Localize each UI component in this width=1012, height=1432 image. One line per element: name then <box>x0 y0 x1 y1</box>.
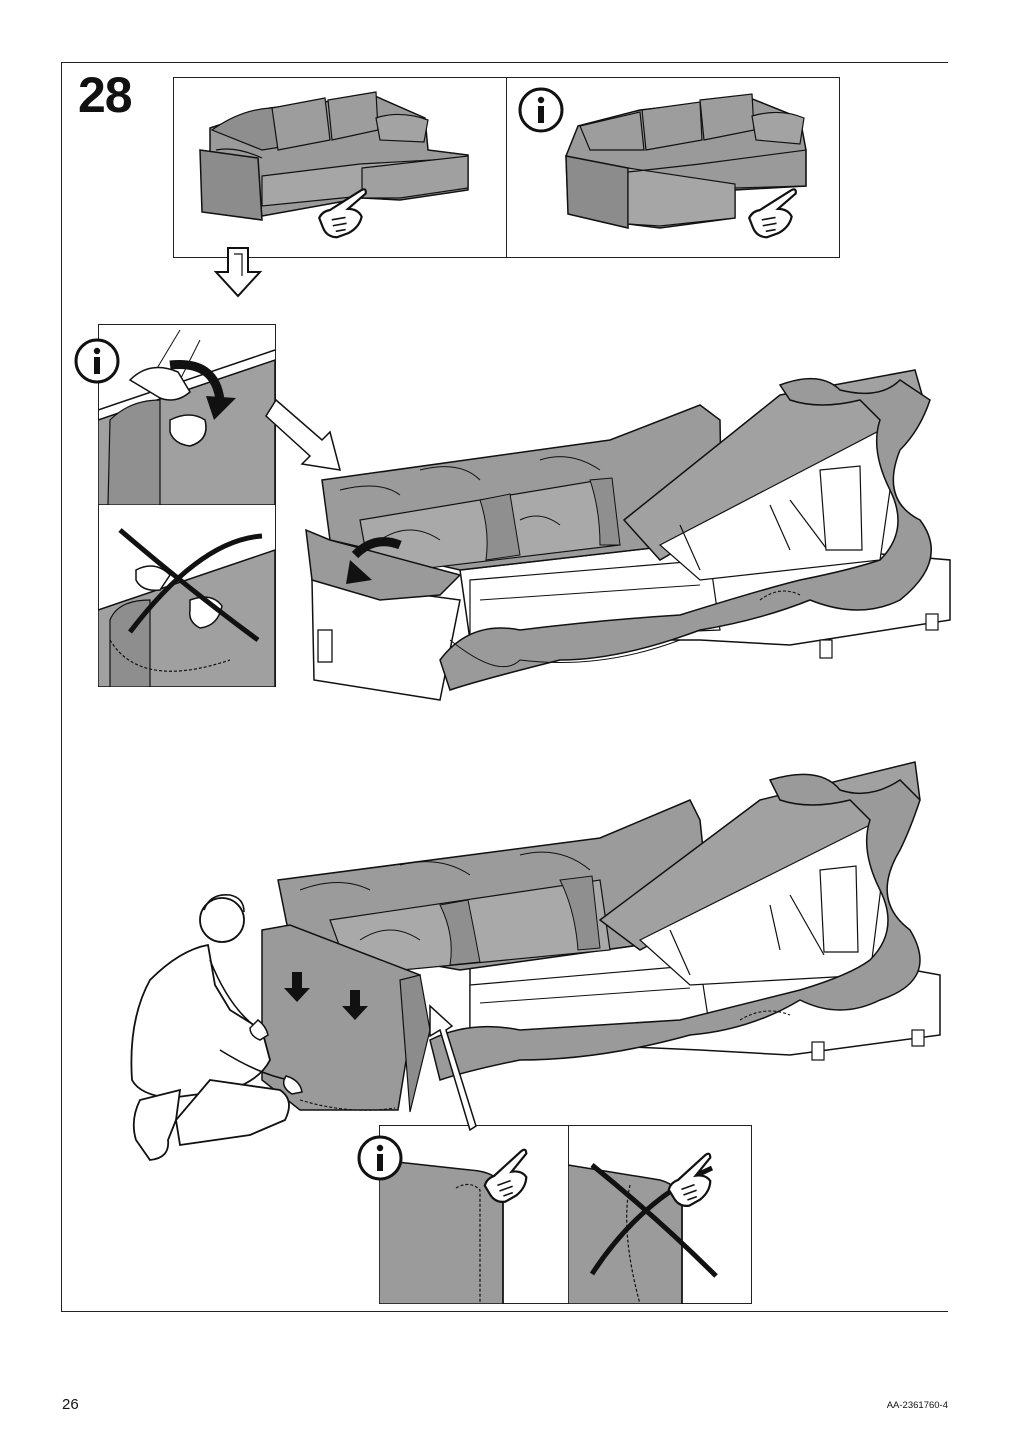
step-number: 28 <box>78 67 133 123</box>
down-arrow-icon <box>342 990 368 1020</box>
page-number: 26 <box>62 1396 79 1413</box>
info-icon <box>518 87 564 133</box>
step-frame <box>61 62 948 1312</box>
sofa-storage-open-illustration-1 <box>305 369 951 701</box>
cross-icon <box>590 1163 718 1278</box>
kneeling-person-illustration <box>130 893 303 1161</box>
sofa-chaise-left-illustration <box>565 93 807 229</box>
info-icon <box>357 1135 403 1181</box>
document-id: AA-2361760-4 <box>886 1400 948 1411</box>
down-arrow-icon <box>213 247 263 298</box>
cross-icon <box>118 528 260 643</box>
info-icon <box>74 338 120 384</box>
sofa-chaise-right-illustration <box>199 91 469 221</box>
sofa-storage-open-illustration-2 <box>261 761 941 1132</box>
down-arrow-icon <box>284 972 310 1002</box>
